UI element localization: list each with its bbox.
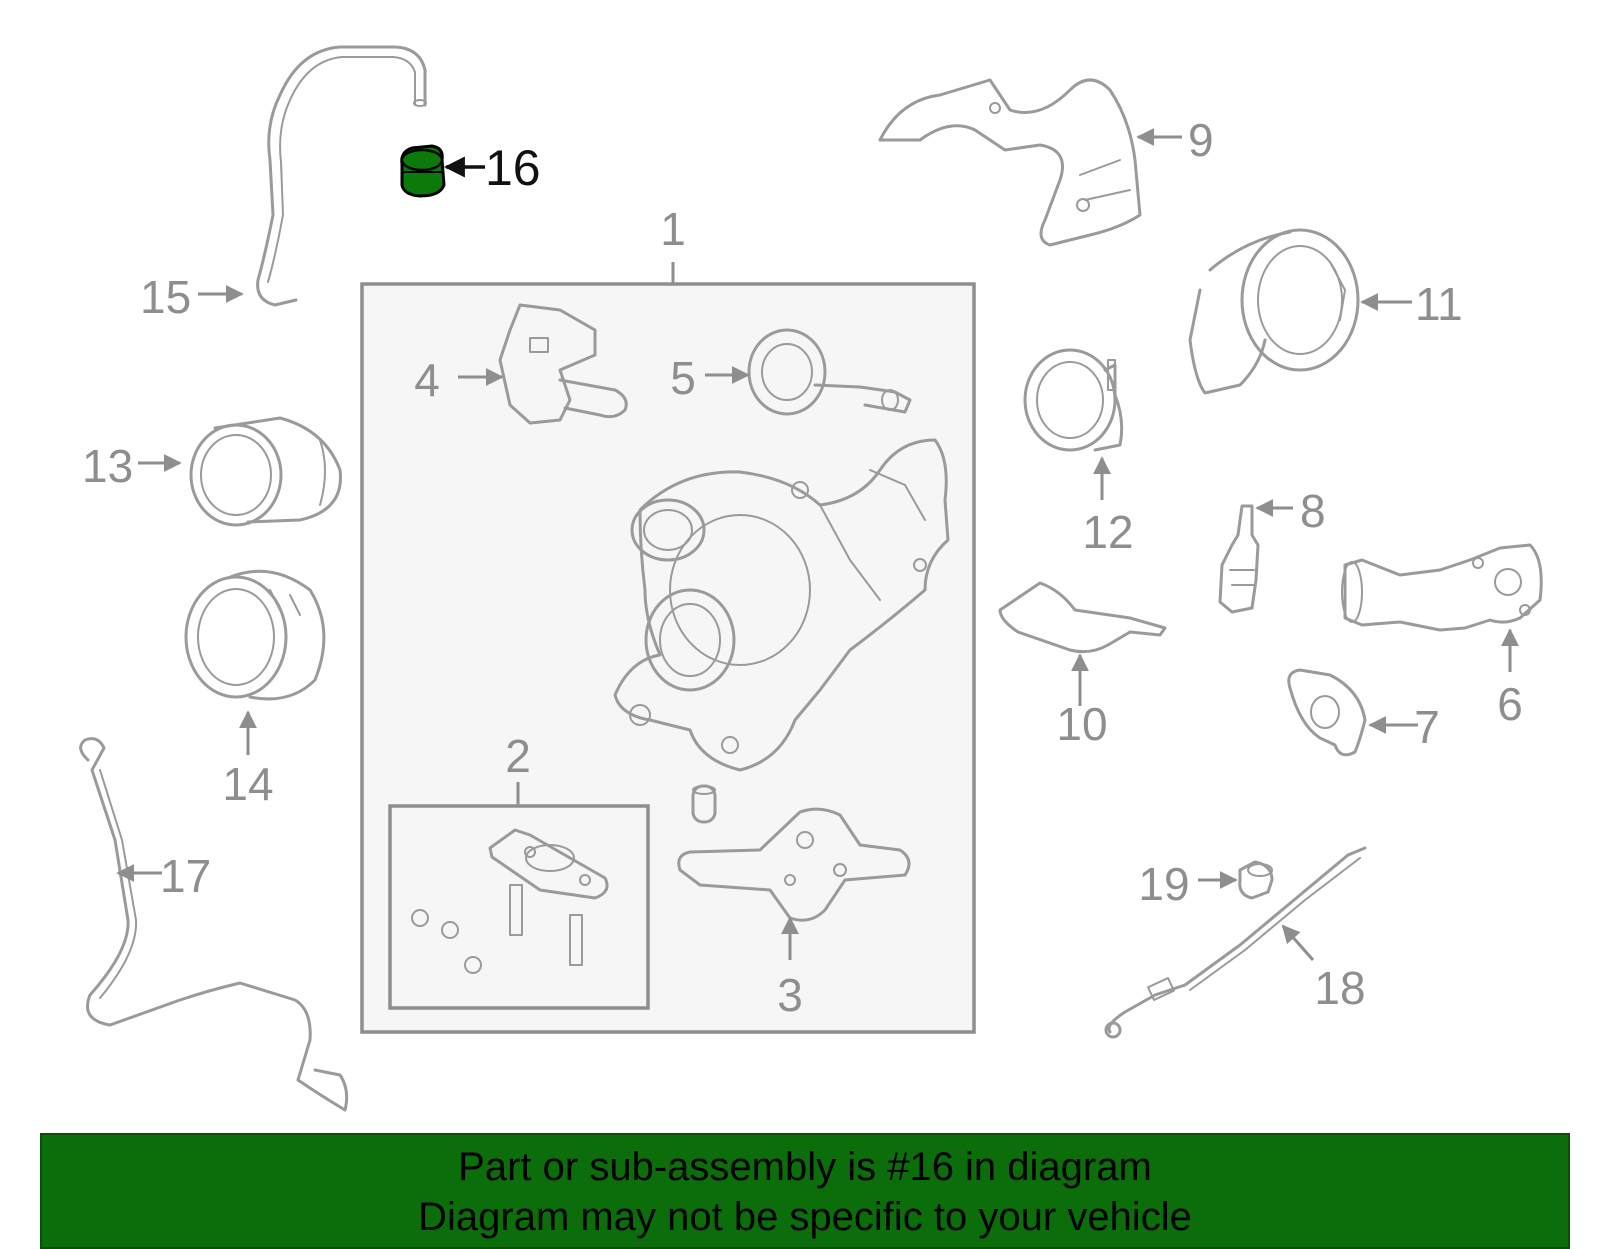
callout-6: 6 [1497,678,1523,730]
callout-9: 9 [1188,114,1214,166]
callout-14: 14 [222,758,273,810]
info-banner: Part or sub-assembly is #16 in diagram D… [40,1133,1570,1249]
callout-4: 4 [414,354,440,406]
callout-11: 11 [1415,278,1463,330]
callout-3: 3 [777,969,803,1021]
callout-2: 2 [505,730,531,782]
callout-17: 17 [160,850,211,902]
callout-19: 19 [1138,858,1189,910]
callout-10: 10 [1056,698,1107,750]
dowel [691,784,717,824]
clamp-12 [1023,348,1124,452]
duct-13 [189,416,342,527]
gasket-7 [1287,668,1367,757]
turbocharger [613,438,950,772]
callout-13: 13 [82,440,133,492]
callout-16: 16 [485,140,541,196]
pipe-6 [1341,543,1543,632]
callout-12: 12 [1082,506,1133,558]
hardware-2 [411,828,609,974]
drain-tube-18 [1104,846,1367,1039]
oil-line-17 [79,737,349,1112]
banner-line-1: Part or sub-assembly is #16 in diagram [458,1145,1152,1189]
heat-shield-9 [878,78,1142,247]
sensor-8 [1218,504,1260,614]
banner-line-2: Diagram may not be specific to your vehi… [418,1195,1192,1239]
hose-15 [256,45,427,307]
coupling-14 [184,569,326,701]
cap-16-highlighted [400,144,446,198]
hardware-box-2 [388,804,650,1010]
actuator-4 [498,303,628,425]
gasket-3 [677,807,911,922]
bracket-10 [998,581,1167,654]
callout-1: 1 [660,203,686,255]
elbow-11 [1188,228,1360,395]
callout-7: 7 [1414,701,1440,753]
callout-15: 15 [140,271,191,323]
callout-18: 18 [1314,962,1365,1014]
plug-19 [1238,860,1274,900]
callout-8: 8 [1300,485,1326,537]
callout-5: 5 [670,352,696,404]
